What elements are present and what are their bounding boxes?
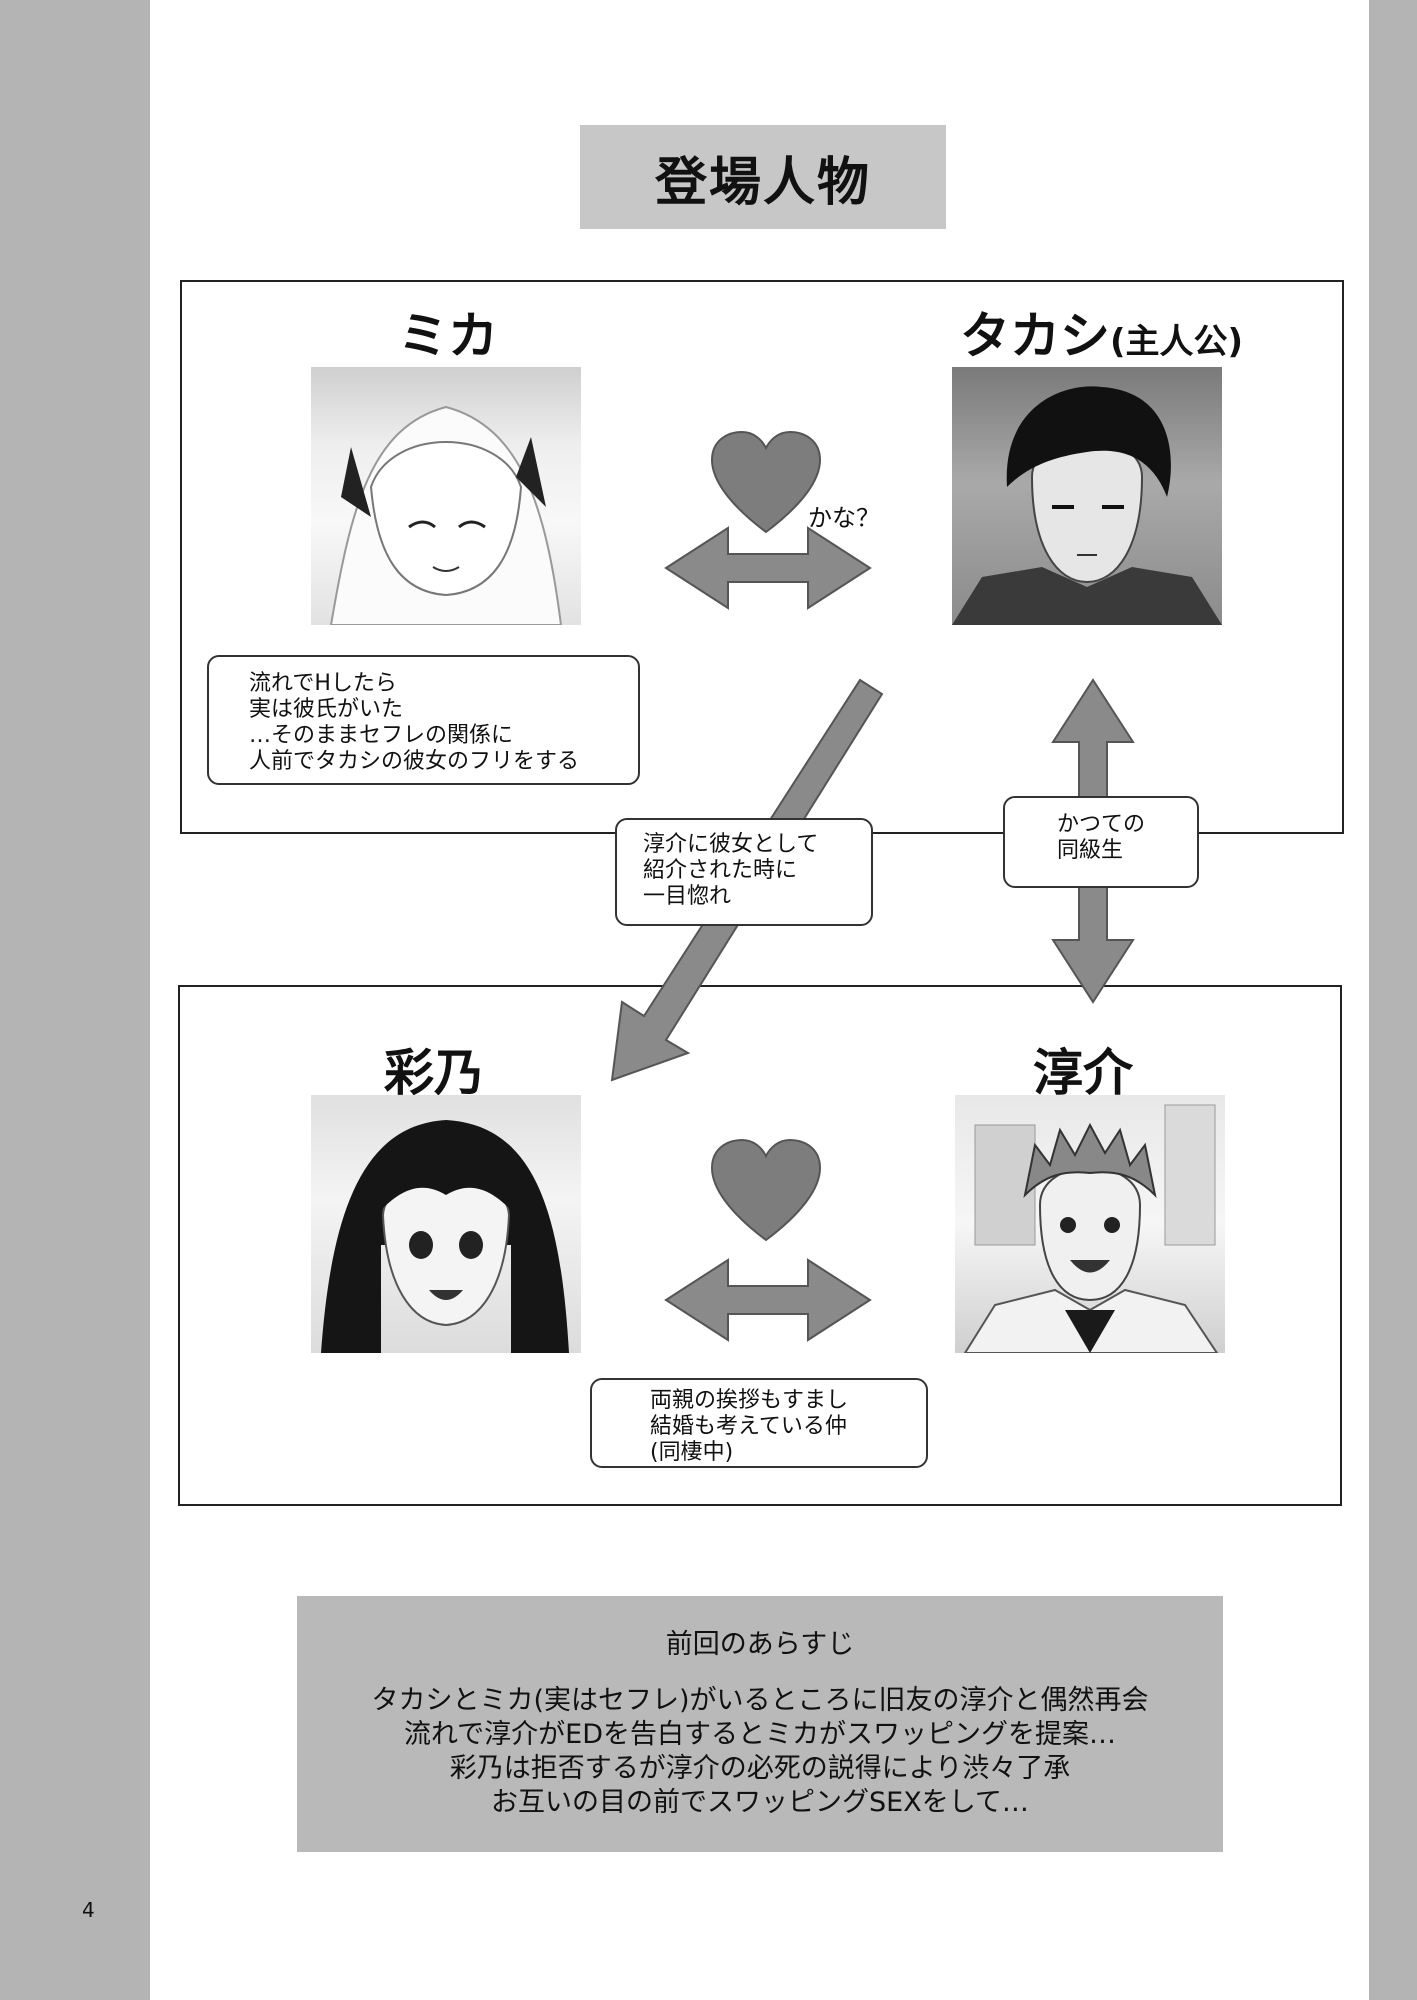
note-ayano-line: 両親の挨拶もすまし — [650, 1388, 849, 1413]
right-margin-bar — [1369, 0, 1417, 2000]
note-love-line: 一目惚れ — [643, 884, 732, 909]
name-takashi: タカシ(主人公) — [960, 296, 1243, 368]
name-takashi-text: タカシ — [960, 307, 1110, 365]
portrait-takashi — [952, 367, 1222, 625]
summary-line: 彩乃は拒否するが淳介の必死の説得により渋々了承 — [449, 1753, 1071, 1784]
heart-icon-top — [710, 430, 822, 534]
summary-lines: タカシとミカ(実はセフレ)がいるところに旧友の淳介と偶然再会 流れで淳介がEDを… — [297, 1684, 1223, 1820]
name-mika: ミカ — [398, 307, 498, 365]
relation-label-kana: かな？ — [808, 504, 880, 532]
page-title: 登場人物 — [580, 125, 946, 229]
note-classmates: かつての 同級生 — [1003, 796, 1199, 888]
note-mika-line: …そのままセフレの関係に — [249, 723, 514, 748]
summary-title: 前回のあらすじ — [665, 1629, 855, 1660]
name-takashi-role: (主人公) — [1110, 322, 1244, 362]
note-love-at-first-sight: 淳介に彼女として 紹介された時に 一目惚れ — [615, 818, 873, 926]
note-ayano: 両親の挨拶もすまし 結婚も考えている仲 (同棲中) — [590, 1378, 928, 1468]
double-arrow-bottom — [664, 1258, 872, 1342]
note-mika-line: 実は彼氏がいた — [249, 697, 404, 722]
note-mika: 流れでHしたら 実は彼氏がいた …そのままセフレの関係に 人前でタカシの彼女のフ… — [207, 655, 640, 785]
page-number: 4 — [82, 1898, 95, 1922]
summary-line: 流れで淳介がEDを告白するとミカがスワッピングを提案… — [403, 1719, 1117, 1750]
portrait-ayano — [311, 1095, 581, 1353]
summary-line: お互いの目の前でスワッピングSEXをして… — [491, 1787, 1029, 1818]
left-margin-bar — [0, 0, 150, 2000]
note-classmates-line: かつての — [1057, 812, 1146, 837]
name-ayano: 彩乃 — [384, 1044, 484, 1102]
note-mika-line: 人前でタカシの彼女のフリをする — [249, 749, 580, 774]
double-arrow-top — [664, 526, 872, 610]
portrait-mika — [311, 367, 581, 625]
summary-line: タカシとミカ(実はセフレ)がいるところに旧友の淳介と偶然再会 — [371, 1685, 1149, 1716]
note-ayano-line: 結婚も考えている仲 — [650, 1414, 847, 1439]
portrait-junsuke — [955, 1095, 1225, 1353]
note-love-line: 紹介された時に — [643, 858, 798, 883]
note-classmates-line: 同級生 — [1057, 838, 1124, 863]
note-ayano-line: (同棲中) — [650, 1440, 734, 1465]
summary-box: 前回のあらすじ タカシとミカ(実はセフレ)がいるところに旧友の淳介と偶然再会 流… — [297, 1596, 1223, 1852]
note-love-line: 淳介に彼女として — [643, 832, 819, 857]
name-junsuke: 淳介 — [1033, 1044, 1133, 1102]
heart-icon-bottom — [710, 1138, 822, 1242]
note-mika-line: 流れでHしたら — [249, 671, 397, 696]
